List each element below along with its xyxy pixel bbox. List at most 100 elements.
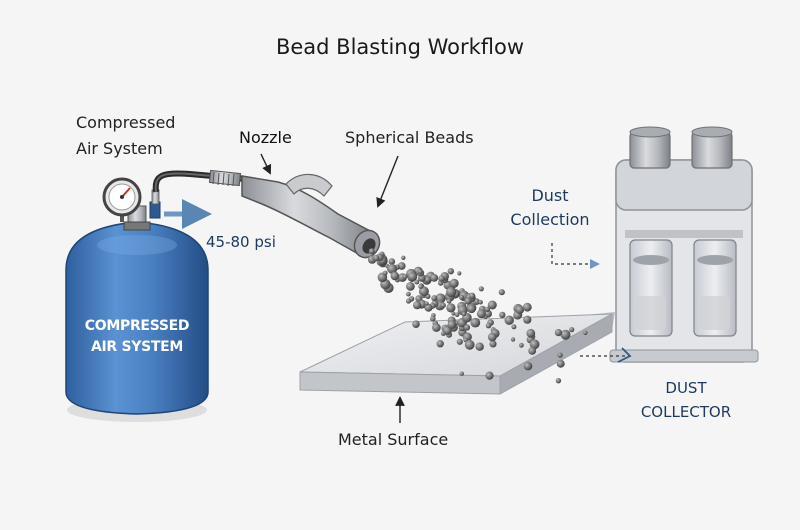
bead bbox=[459, 371, 464, 376]
bead bbox=[487, 300, 497, 310]
bead bbox=[523, 315, 532, 324]
bead bbox=[373, 255, 380, 262]
bead bbox=[446, 298, 452, 304]
bead bbox=[440, 302, 446, 308]
bead bbox=[447, 268, 454, 275]
metal-surface-label: Metal Surface bbox=[338, 430, 449, 449]
bead bbox=[554, 329, 563, 337]
bead bbox=[484, 306, 490, 312]
nozzle-callout-arrow bbox=[260, 153, 272, 175]
bead bbox=[417, 269, 423, 275]
tank-label-line2: AIR SYSTEM bbox=[90, 339, 184, 355]
bead bbox=[430, 274, 439, 282]
compressed-air-label: Compressed Air System bbox=[76, 110, 175, 162]
bead bbox=[432, 323, 441, 332]
bead bbox=[408, 272, 418, 282]
pressure-gauge-icon bbox=[102, 177, 142, 222]
bead bbox=[526, 328, 536, 338]
bead bbox=[528, 347, 537, 355]
bead bbox=[424, 301, 429, 306]
bead bbox=[498, 289, 505, 296]
bead bbox=[522, 302, 532, 312]
bead bbox=[368, 248, 375, 255]
bead bbox=[556, 359, 565, 368]
compressed-air-label-line2: Air System bbox=[76, 139, 163, 158]
pressure-label: 45-80 psi bbox=[206, 233, 276, 251]
bead bbox=[489, 340, 497, 348]
bead bbox=[515, 305, 525, 315]
bead bbox=[387, 264, 398, 274]
bead bbox=[390, 271, 400, 281]
bead bbox=[424, 303, 433, 312]
bead bbox=[555, 378, 562, 384]
bead bbox=[438, 275, 445, 282]
bead bbox=[414, 279, 420, 285]
bead bbox=[382, 270, 388, 276]
bead bbox=[499, 311, 506, 319]
bead bbox=[569, 327, 575, 333]
metal-surface-plate bbox=[299, 312, 615, 395]
bead bbox=[476, 309, 486, 319]
bead bbox=[431, 295, 438, 302]
bead bbox=[504, 315, 514, 325]
bead bbox=[488, 332, 497, 342]
bead bbox=[461, 311, 467, 317]
bead bbox=[510, 337, 516, 342]
bead bbox=[457, 271, 462, 276]
nozzle-label: Nozzle bbox=[239, 128, 292, 147]
bead bbox=[478, 299, 483, 305]
bead bbox=[430, 315, 436, 322]
spherical-beads-label: Spherical Beads bbox=[345, 128, 474, 147]
tank-label: COMPRESSED AIR SYSTEM bbox=[67, 316, 207, 358]
bead bbox=[402, 274, 408, 280]
bead bbox=[451, 311, 456, 316]
bead bbox=[485, 322, 492, 329]
bead bbox=[459, 294, 465, 300]
bead bbox=[467, 304, 476, 314]
bead bbox=[401, 255, 406, 260]
bead bbox=[397, 262, 406, 270]
dust-collector-label-line1: DUST bbox=[665, 379, 707, 397]
bead bbox=[560, 329, 571, 340]
bead bbox=[463, 324, 471, 331]
bead bbox=[511, 324, 517, 330]
bead bbox=[418, 284, 424, 289]
bead bbox=[406, 282, 415, 291]
tank-label-line1: COMPRESSED bbox=[84, 318, 190, 334]
bead bbox=[405, 298, 412, 304]
bead bbox=[446, 287, 457, 298]
bead bbox=[464, 339, 475, 350]
bead bbox=[436, 340, 444, 348]
dust-collection-arrow bbox=[551, 243, 594, 265]
bead bbox=[454, 312, 460, 318]
bead bbox=[464, 297, 472, 305]
valve-fitting bbox=[149, 189, 161, 219]
dust-collector-label: DUST COLLECTOR bbox=[616, 376, 756, 424]
bead bbox=[447, 320, 457, 329]
bead bbox=[485, 371, 494, 380]
dust-collection-arrow-head-icon bbox=[590, 259, 600, 269]
bead bbox=[529, 339, 540, 350]
page-title: Bead Blasting Workflow bbox=[275, 35, 525, 59]
compressed-air-label-line1: Compressed bbox=[76, 113, 176, 132]
bead bbox=[519, 342, 524, 348]
bead bbox=[406, 291, 411, 297]
dust-flow-arrow-icon bbox=[617, 347, 632, 363]
bead bbox=[583, 330, 588, 335]
dust-collection-label: Dust Collection bbox=[498, 184, 602, 232]
bead bbox=[468, 292, 476, 299]
spherical-beads bbox=[367, 248, 588, 384]
bead bbox=[523, 361, 533, 371]
dust-collector bbox=[609, 126, 759, 363]
bead bbox=[424, 276, 431, 284]
air-tank bbox=[65, 205, 209, 422]
bead bbox=[446, 303, 456, 313]
dust-collection-label-line2: Collection bbox=[510, 210, 590, 229]
dust-collector-label-line2: COLLECTOR bbox=[640, 403, 732, 421]
bead bbox=[557, 352, 563, 358]
bead bbox=[449, 278, 459, 288]
bead bbox=[470, 317, 481, 328]
bead bbox=[478, 286, 484, 292]
